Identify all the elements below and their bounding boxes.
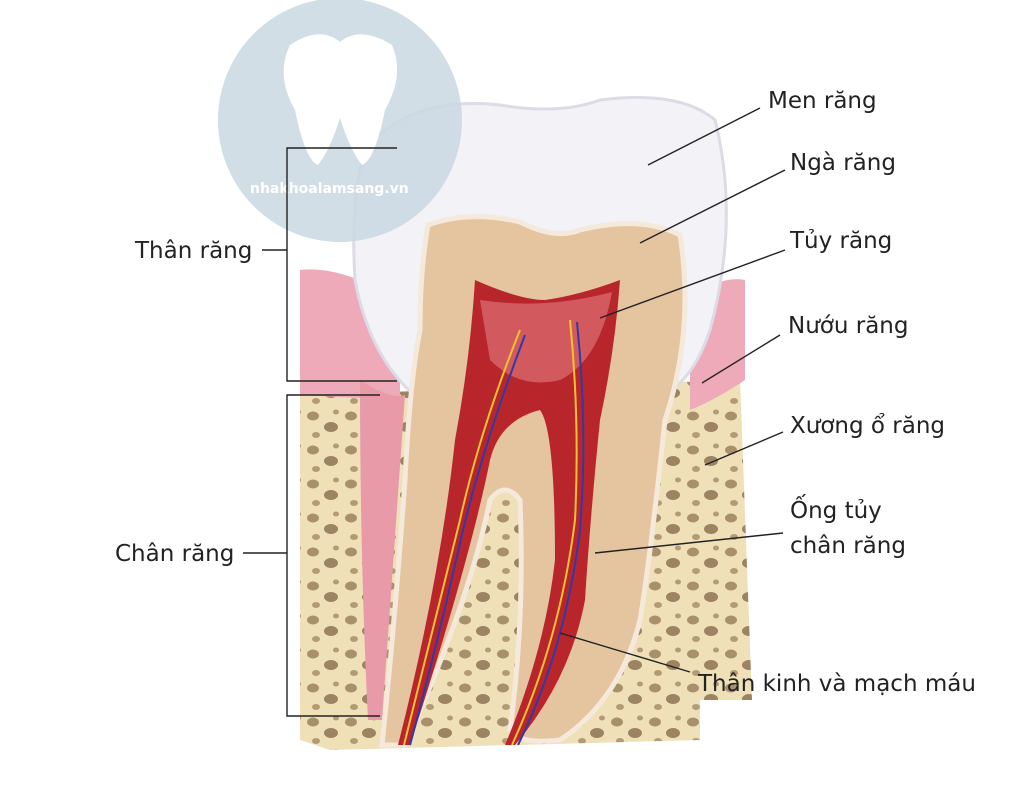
watermark-text: nhakhoalamsang.vn bbox=[250, 181, 409, 197]
label-crown: Thân răng bbox=[134, 238, 252, 264]
watermark-logo: nhakhoalamsang.vn bbox=[218, 0, 462, 242]
label-dentin: Ngà răng bbox=[790, 150, 896, 176]
leader-line bbox=[594, 532, 784, 554]
label-root: Chân răng bbox=[115, 541, 234, 567]
leader-line bbox=[599, 249, 786, 319]
leader-line bbox=[639, 169, 786, 244]
pulp bbox=[398, 280, 620, 745]
leader-line bbox=[701, 334, 781, 384]
label-pulp: Tủy răng bbox=[789, 228, 892, 254]
label-alveolar-bone: Xương ổ răng bbox=[790, 413, 945, 439]
leader-line bbox=[704, 431, 784, 466]
root-bracket bbox=[243, 394, 380, 717]
leader-line bbox=[559, 632, 691, 673]
label-enamel: Men răng bbox=[768, 88, 877, 114]
label-gum: Nướu răng bbox=[788, 313, 908, 339]
tooth-logo-icon bbox=[283, 34, 398, 165]
label-root-canal-2: chân răng bbox=[790, 533, 906, 559]
leader-line bbox=[647, 107, 761, 166]
label-root-canal: Ống tủy bbox=[790, 494, 882, 524]
crown-bracket bbox=[262, 147, 397, 382]
label-nerves-vessels: Thân kinh và mạch máu bbox=[697, 671, 976, 697]
